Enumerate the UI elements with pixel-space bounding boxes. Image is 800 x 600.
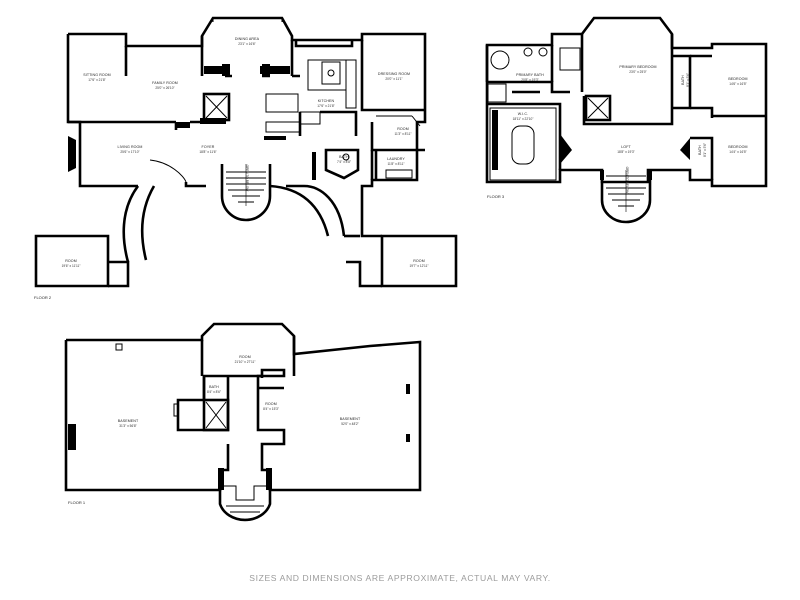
room-name: ROOM: [265, 402, 277, 406]
room-name: BATH: [698, 145, 702, 155]
room-name: BATH: [339, 155, 349, 159]
room-name: FAMILY ROOM: [152, 81, 178, 85]
floor-1-room-labels: ROOM 21'10" x 27'11" BATH 8'4" x 8'6" RO…: [68, 355, 361, 505]
room-dimensions: 18'8" x 11'6": [199, 150, 216, 154]
room-dimensions: 17'6" x 21'8": [317, 104, 334, 108]
floor-1-plan: [64, 322, 422, 522]
room-name: FOYER: [202, 145, 215, 149]
room-name: BASEMENT: [340, 417, 361, 421]
room-name: KITCHEN: [318, 99, 335, 103]
room-dimensions: 25'0" x 26'10": [155, 86, 174, 90]
room-dimensions: 23'0" x 25'0": [629, 70, 646, 74]
room-dimensions: 8'4" x 15'3": [263, 407, 279, 411]
room-dimensions: 19'7" x 12'11": [409, 264, 428, 268]
stairs-open-to-below-label: OPEN TO BELOW: [625, 167, 629, 194]
room-dimensions: 11'8" x 8'11": [387, 162, 404, 166]
room-name: ROOM: [239, 355, 251, 359]
floor-3-room-labels: PRIMARY BATH 20'8" x 19'3" PRIMARY BEDRO…: [487, 65, 748, 199]
room-dimensions: 19'6" x 11'11": [62, 264, 81, 268]
room-name: BEDROOM: [728, 77, 747, 81]
room-dimensions: 23'1" x 16'6": [238, 42, 255, 46]
floor-3-plan: [485, 16, 768, 224]
room-dimensions: 20'0" x 11'1": [385, 77, 402, 81]
room-name: W.I.C.: [518, 112, 528, 116]
room-dimensions: 25'6" x 17'10": [120, 150, 139, 154]
floor-label: FLOOR 1: [68, 500, 86, 505]
room-dimensions: 18'8" x 19'3": [617, 150, 634, 154]
room-name: DINING AREA: [235, 37, 260, 41]
room-dimensions: 11'3" x 8'11": [394, 132, 411, 136]
room-name: PRIMARY BEDROOM: [619, 65, 656, 69]
room-dimensions: 21'10" x 27'11": [235, 360, 256, 364]
room-name: LIVING ROOM: [117, 145, 142, 149]
floor-label: FLOOR 2: [34, 295, 52, 300]
room-name: BATH: [209, 385, 219, 389]
room-name: BATH: [681, 75, 685, 85]
room-name: ROOM: [65, 259, 77, 263]
room-name: SITTING ROOM: [83, 73, 111, 77]
room-name: LAUNDRY: [387, 157, 405, 161]
disclaimer-text: SIZES AND DIMENSIONS ARE APPROXIMATE, AC…: [249, 573, 550, 583]
room-dimensions: 8'1" x 5'6": [703, 143, 707, 157]
room-dimensions: 31'3" x 56'8": [119, 424, 136, 428]
floor-2-plan: [34, 16, 458, 288]
stairs-open-to-below-label: OPEN TO BELOW: [245, 165, 249, 192]
room-name: PRIMARY BATH: [516, 73, 544, 77]
room-name: ROOM: [397, 127, 409, 131]
room-dimensions: 8'4" x 8'6": [207, 390, 221, 394]
room-name: LOFT: [621, 145, 631, 149]
room-dimensions: 7'4" x 8'8": [337, 160, 351, 164]
room-name: BEDROOM: [728, 145, 747, 149]
room-name: DRESSING ROOM: [378, 72, 410, 76]
room-dimensions: 8'1" x 5'6": [686, 73, 690, 87]
room-name: ROOM: [413, 259, 425, 263]
floor-label: FLOOR 3: [487, 194, 505, 199]
room-dimensions: 17'6" x 21'8": [88, 78, 105, 82]
room-dimensions: 20'8" x 19'3": [521, 78, 538, 82]
room-dimensions: 18'11" x 22'10": [513, 117, 534, 121]
room-dimensions: 14'4" x 16'5": [729, 150, 746, 154]
room-dimensions: 52'0" x 48'2": [341, 422, 358, 426]
room-name: BASEMENT: [118, 419, 139, 423]
room-dimensions: 14'6" x 16'5": [729, 82, 746, 86]
floor-2-room-labels: DINING AREA 23'1" x 16'6" SITTING ROOM 1…: [34, 37, 429, 300]
